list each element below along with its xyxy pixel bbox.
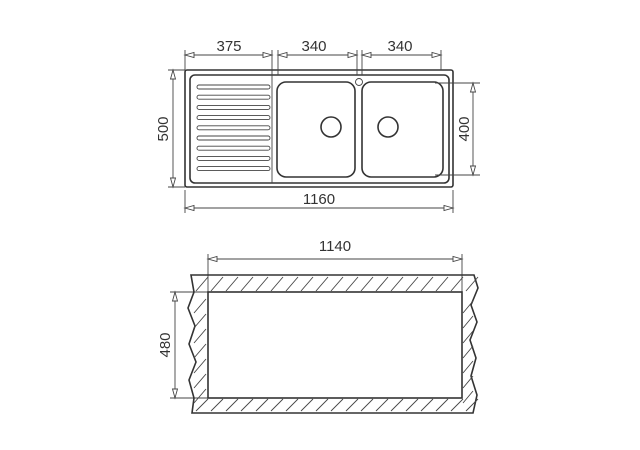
hatch-line: [193, 343, 207, 359]
hatch-line: [330, 276, 344, 292]
arrow-icon: [443, 204, 455, 212]
hatch-line: [405, 276, 419, 292]
hatch-line: [462, 345, 474, 359]
arrow-icon: [431, 51, 443, 59]
hatch-line: [225, 276, 239, 292]
hatch-line: [193, 358, 207, 374]
drainer-rib: [196, 135, 271, 141]
hatch-line: [462, 360, 474, 374]
dim-drainer-width: 375: [216, 38, 241, 55]
hatch-line: [465, 398, 479, 412]
hatch-line: [462, 330, 474, 344]
hatch-line: [193, 298, 207, 314]
hatch-line: [345, 276, 359, 292]
countertop-section: [187, 274, 479, 414]
hatch-line: [300, 398, 314, 412]
sink-inner-rim: [189, 74, 450, 184]
arrow-icon: [262, 51, 274, 59]
hatch-line: [315, 398, 329, 412]
cutout-view: [187, 274, 479, 414]
hatch-line: [210, 398, 224, 412]
dim-cutout-depth: 480: [157, 332, 174, 357]
hatch-line: [285, 398, 299, 412]
hatch-line: [193, 328, 207, 344]
drainer-ribs: [196, 84, 271, 172]
hatch-line: [462, 315, 474, 329]
hatch-line: [435, 398, 449, 412]
hatch-line: [240, 398, 254, 412]
hatch-line: [390, 276, 404, 292]
hatch-line: [405, 398, 419, 412]
drain-hole-right: [377, 116, 399, 138]
hatch-line: [465, 276, 479, 292]
drainer-rib: [196, 155, 271, 161]
arrow-icon: [276, 51, 288, 59]
hatch-line: [450, 276, 464, 292]
drainer-rib: [196, 104, 271, 110]
dim-overall-width: 1160: [303, 191, 335, 208]
drainer-rib: [196, 125, 271, 131]
sink-top-view: [184, 69, 454, 188]
drainer-rib: [196, 115, 271, 121]
arrow-icon: [347, 51, 359, 59]
hatch-line: [462, 300, 474, 314]
hatch-line: [285, 276, 299, 292]
dim-bowl1-width: 340: [301, 38, 326, 55]
sink-outer-rim: [184, 69, 454, 188]
hatch-line: [255, 276, 269, 292]
hatch-line: [193, 313, 207, 329]
hatch-line: [195, 398, 209, 412]
drainer-rib: [196, 84, 271, 90]
hatch-line: [375, 276, 389, 292]
hatch-line: [240, 276, 254, 292]
hatch-line: [450, 398, 464, 412]
drain-hole-left: [320, 116, 342, 138]
hatching: [193, 276, 479, 412]
arrow-icon: [469, 165, 477, 177]
hatch-line: [195, 276, 209, 292]
arrow-icon: [360, 51, 372, 59]
bowl-right: [361, 81, 444, 178]
hatch-line: [315, 276, 329, 292]
hatch-line: [462, 390, 474, 404]
drainer-rib: [196, 94, 271, 100]
hatch-line: [360, 276, 374, 292]
arrow-icon: [169, 177, 177, 189]
hatch-line: [300, 276, 314, 292]
dim-cutout-width: 1140: [319, 238, 351, 255]
hatch-line: [462, 375, 474, 389]
arrow-icon: [171, 388, 179, 400]
hatch-line: [330, 398, 344, 412]
hatch-line: [193, 373, 207, 389]
dim-bowl2-width: 340: [387, 38, 412, 55]
hatch-line: [270, 398, 284, 412]
hatch-line: [420, 398, 434, 412]
hatch-line: [255, 398, 269, 412]
hatch-line: [210, 276, 224, 292]
hatch-line: [270, 276, 284, 292]
dim-bowl-depth: 400: [456, 116, 473, 141]
arrow-icon: [171, 290, 179, 302]
drainer-rib: [196, 166, 271, 172]
arrow-icon: [206, 255, 218, 263]
hatch-line: [420, 276, 434, 292]
hatch-line: [375, 398, 389, 412]
drainer-rib: [196, 145, 271, 151]
tap-hole: [355, 78, 363, 86]
bowl-left: [276, 81, 356, 178]
arrow-icon: [469, 81, 477, 93]
dim-overall-depth: 500: [155, 116, 172, 141]
hatch-line: [345, 398, 359, 412]
hatch-line: [390, 398, 404, 412]
hatch-line: [360, 398, 374, 412]
dimension-lines: [168, 50, 480, 400]
cutout-opening: [207, 291, 463, 399]
arrow-icon: [452, 255, 464, 263]
hatch-line: [435, 276, 449, 292]
hatch-line: [225, 398, 239, 412]
arrow-icon: [169, 68, 177, 80]
arrow-icon: [183, 51, 195, 59]
hatch-line: [193, 388, 207, 404]
arrow-icon: [183, 204, 195, 212]
